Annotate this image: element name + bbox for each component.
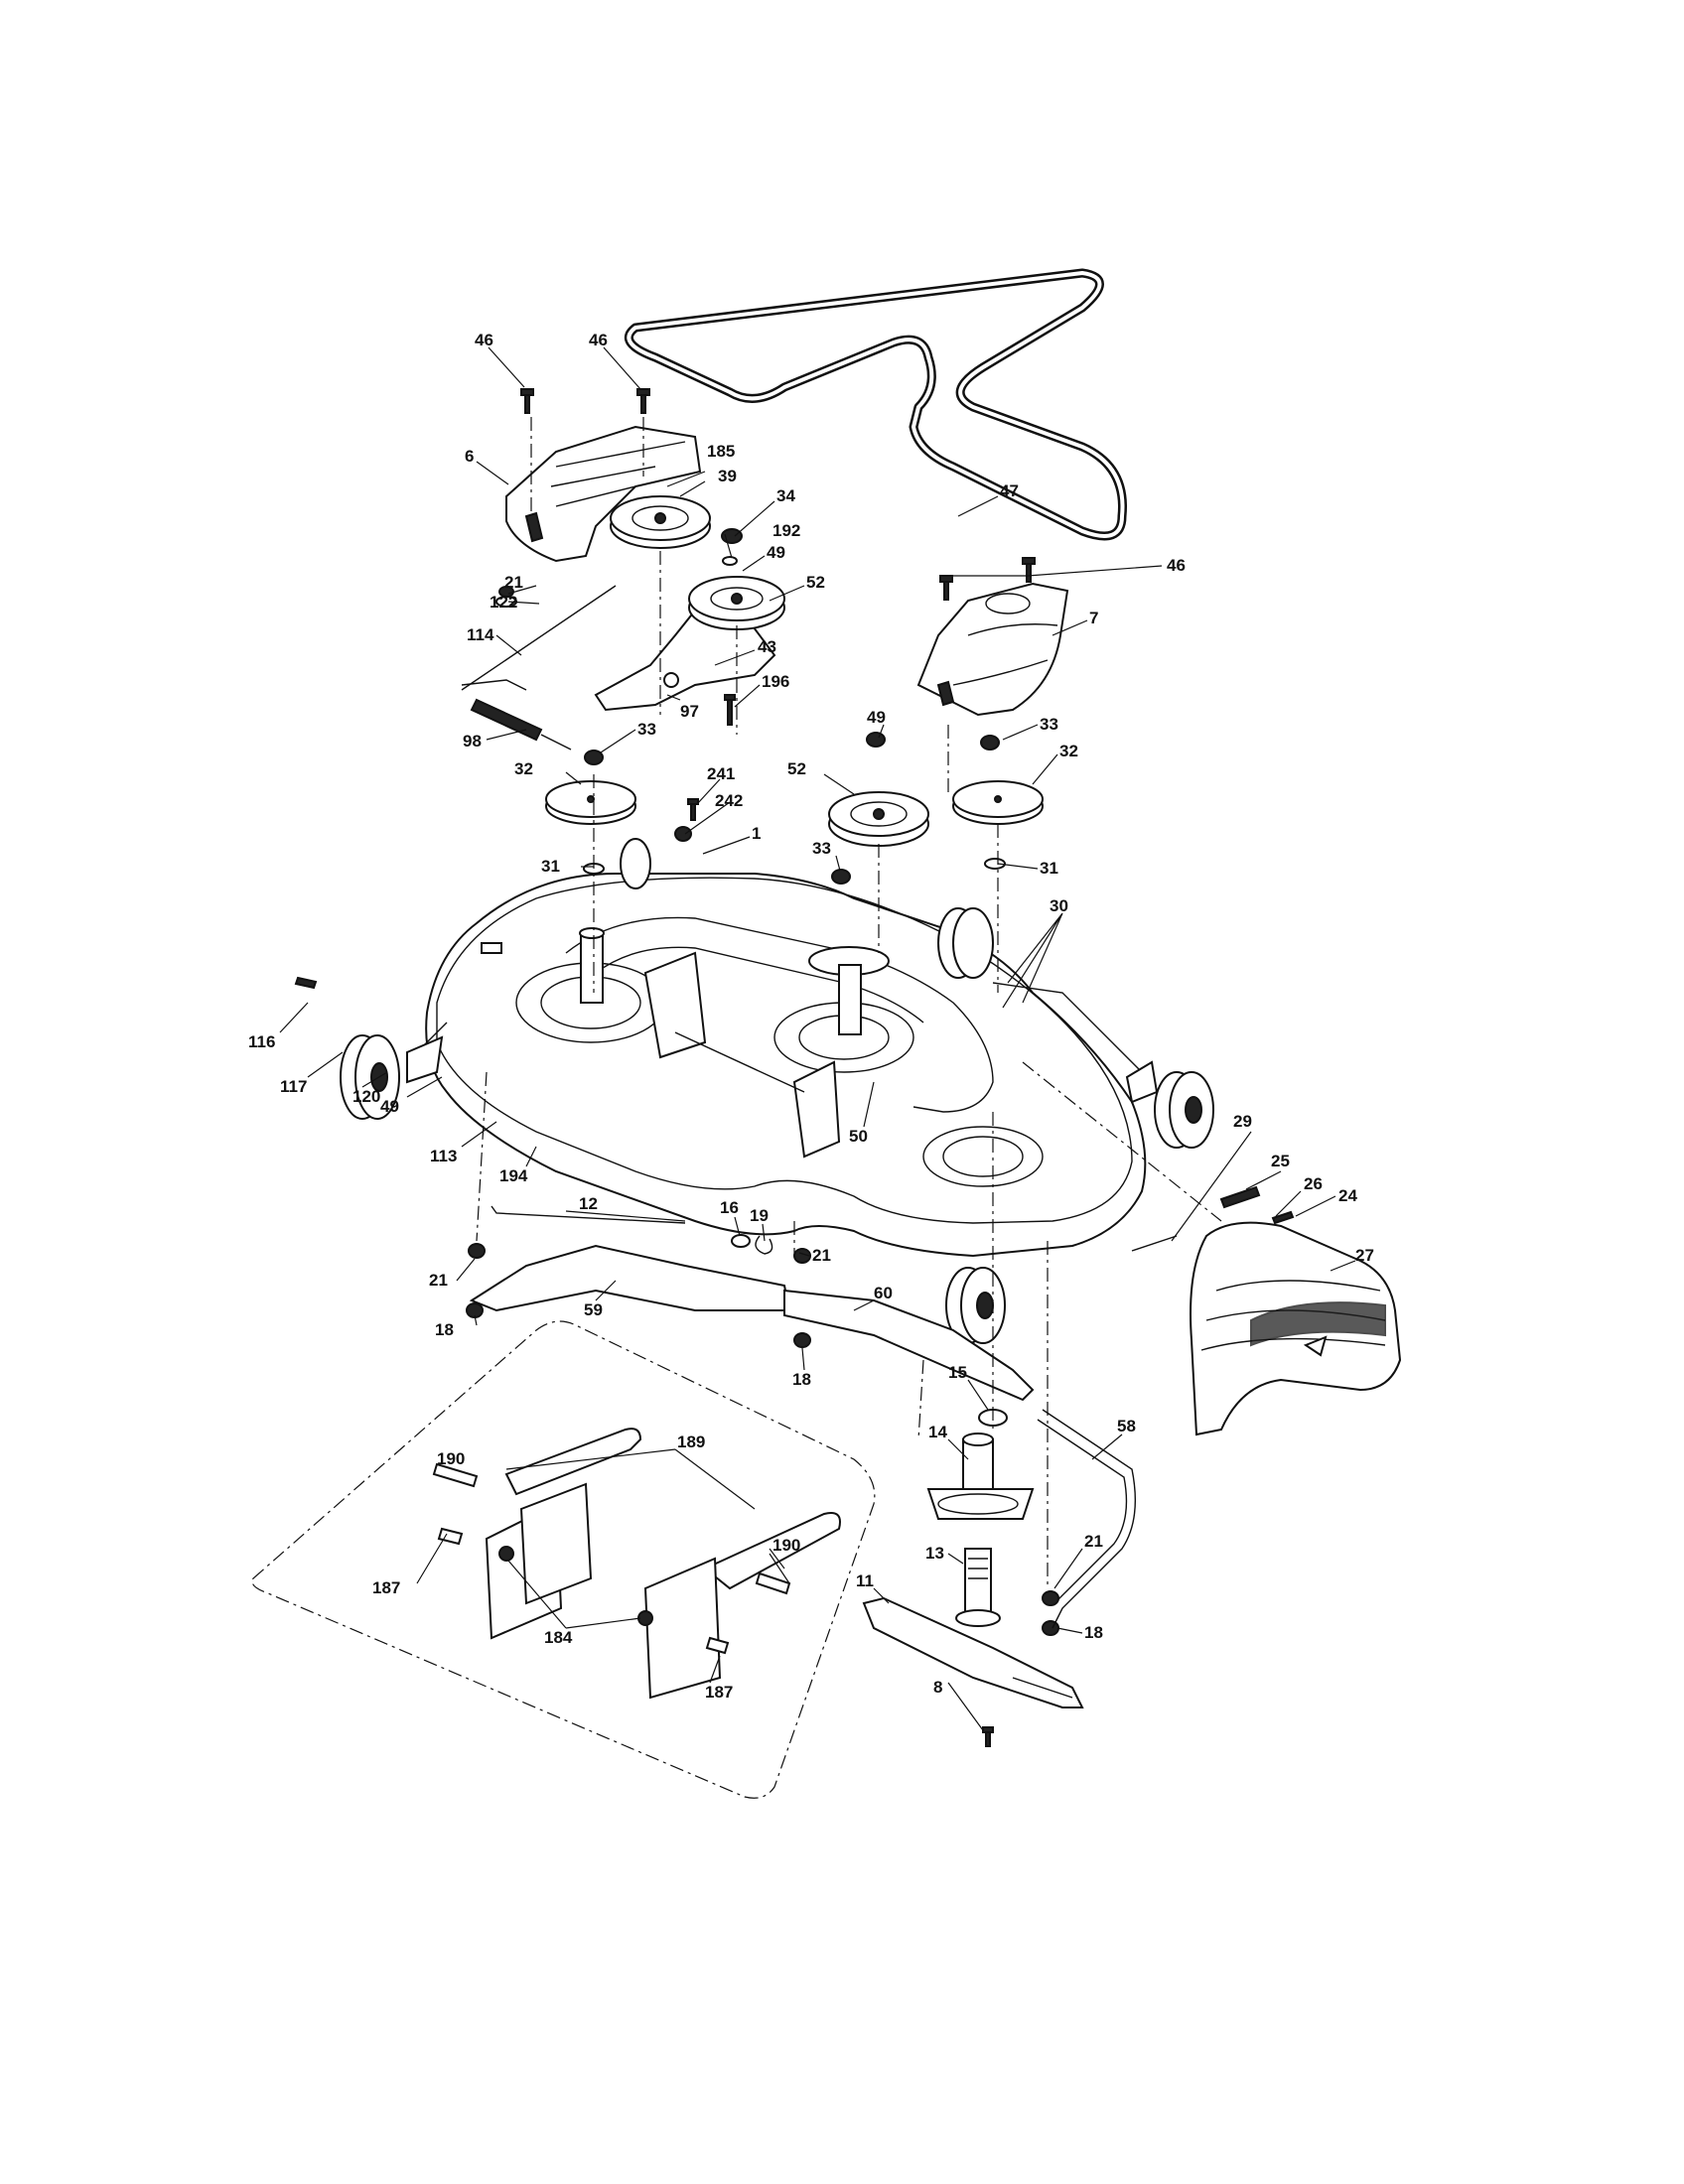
callout-52: 52 [787, 759, 806, 778]
left-belt-cover [505, 425, 702, 563]
callout-33: 33 [1040, 715, 1058, 734]
blade-icon [862, 1596, 1084, 1708]
callout-116: 116 [248, 1032, 275, 1051]
callout-31: 31 [1040, 859, 1058, 878]
idler-spring [470, 698, 572, 751]
callout-120: 120 [352, 1087, 380, 1106]
callout-11: 11 [856, 1571, 874, 1590]
callout-43: 43 [758, 637, 776, 656]
callout-21: 21 [1084, 1532, 1103, 1551]
callout-59: 59 [584, 1300, 603, 1319]
idler-rod [461, 585, 617, 691]
callout-117: 117 [280, 1077, 307, 1096]
callout-24: 24 [1338, 1186, 1357, 1205]
callout-194: 194 [499, 1166, 528, 1185]
callout-46: 46 [1167, 556, 1186, 575]
callout-39: 39 [718, 467, 737, 485]
chute-rod [1131, 1235, 1178, 1252]
mower-deck-housing [416, 873, 1147, 1258]
callout-185: 185 [707, 442, 735, 461]
chute-spring [1219, 1185, 1261, 1209]
callout-31: 31 [541, 857, 560, 876]
hanger-kit [432, 1428, 841, 1700]
callout-122: 122 [490, 593, 517, 612]
callout-labels: 46 46 185 6 39 34 192 49 52 47 46 7 21 1… [248, 331, 1374, 1702]
callout-6: 6 [465, 447, 474, 466]
callout-49: 49 [380, 1097, 399, 1116]
callout-187: 187 [372, 1578, 400, 1597]
callout-13: 13 [925, 1544, 944, 1563]
callout-114: 114 [467, 625, 494, 644]
callout-16: 16 [720, 1198, 739, 1217]
callout-8: 8 [933, 1678, 942, 1697]
callout-113: 113 [430, 1147, 457, 1165]
callout-12: 12 [579, 1194, 598, 1213]
callout-21: 21 [429, 1271, 448, 1290]
callout-50: 50 [849, 1127, 868, 1146]
callout-49: 49 [867, 708, 886, 727]
callout-98: 98 [463, 732, 482, 751]
callout-192: 192 [772, 521, 800, 540]
callout-25: 25 [1271, 1152, 1290, 1170]
callout-241: 241 [707, 764, 735, 783]
callout-49: 49 [767, 543, 785, 562]
callout-27: 27 [1355, 1246, 1374, 1265]
callout-52: 52 [806, 573, 825, 592]
callout-33: 33 [637, 720, 656, 739]
callout-19: 19 [750, 1206, 769, 1225]
callout-189: 189 [677, 1433, 705, 1451]
callout-18: 18 [1084, 1623, 1103, 1642]
leader-lines [279, 346, 1356, 1731]
callout-18: 18 [792, 1370, 811, 1389]
callout-21: 21 [504, 573, 523, 592]
pulley-icon [545, 495, 1044, 847]
callout-58: 58 [1117, 1417, 1136, 1435]
hanger-kit-boundary [251, 1320, 876, 1799]
callout-32: 32 [1059, 742, 1078, 760]
alignment-lines [476, 417, 1222, 1588]
callout-190: 190 [772, 1536, 800, 1555]
callout-32: 32 [514, 759, 533, 778]
callout-47: 47 [1000, 481, 1019, 500]
right-belt-cover [916, 582, 1069, 717]
callout-30: 30 [1050, 896, 1068, 915]
callout-1: 1 [752, 824, 761, 843]
callout-60: 60 [874, 1284, 893, 1302]
callout-29: 29 [1233, 1112, 1252, 1131]
discharge-chute-icon [1190, 1221, 1402, 1436]
callout-33: 33 [812, 839, 831, 858]
callout-18: 18 [435, 1320, 454, 1339]
callout-242: 242 [715, 791, 743, 810]
callout-196: 196 [762, 672, 789, 691]
callout-15: 15 [948, 1363, 967, 1382]
callout-21: 21 [812, 1246, 831, 1265]
spindle-icon [926, 1433, 1035, 1627]
callout-97: 97 [680, 702, 699, 721]
drive-belt-icon [624, 268, 1127, 541]
callout-26: 26 [1304, 1174, 1323, 1193]
callout-190: 190 [437, 1449, 465, 1468]
callout-7: 7 [1089, 609, 1098, 627]
callout-46: 46 [475, 331, 493, 349]
callout-184: 184 [544, 1628, 573, 1647]
callout-46: 46 [589, 331, 608, 349]
deck-rods [469, 1205, 1136, 1629]
gauge-wheel-icon [340, 838, 1214, 1344]
callout-34: 34 [776, 486, 795, 505]
callout-14: 14 [928, 1423, 947, 1441]
callout-187: 187 [705, 1683, 733, 1702]
